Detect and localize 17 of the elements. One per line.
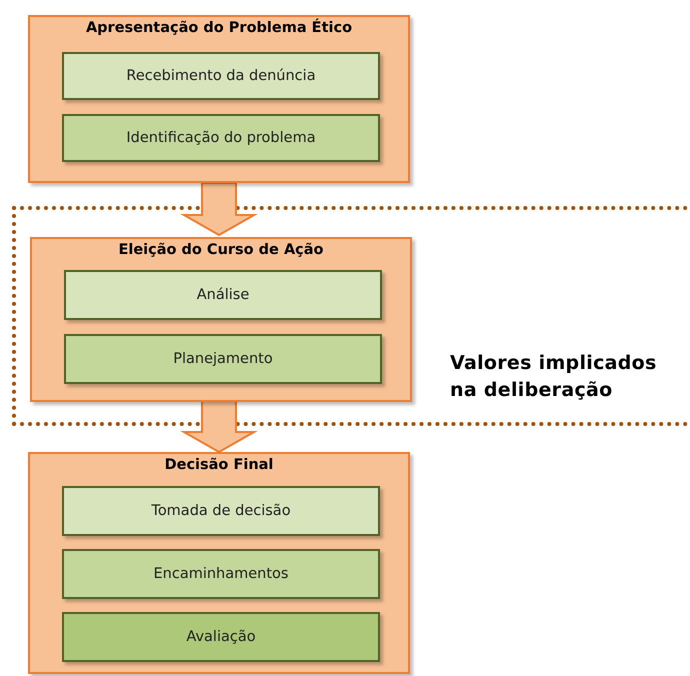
- stage-box: [28, 15, 410, 183]
- step-box: Análise: [64, 270, 382, 320]
- step-box: Tomada de decisão: [62, 486, 380, 536]
- stage-title: Apresentação do Problema Ético: [84, 20, 354, 36]
- step-box: Planejamento: [64, 334, 382, 384]
- region-label: Valores implicados na deliberação: [450, 351, 658, 403]
- step-box: Identificação do problema: [62, 114, 380, 162]
- stage-title: Eleição do Curso de Ação: [117, 242, 325, 258]
- step-box: Recebimento da denúncia: [62, 52, 380, 100]
- block-arrow: [180, 399, 258, 454]
- stage-box: [28, 452, 410, 674]
- block-arrow: [180, 182, 258, 236]
- step-box: Encaminhamentos: [62, 549, 380, 599]
- stage-title: Decisão Final: [164, 457, 274, 473]
- dotted-region: [12, 206, 690, 426]
- stage-box: [30, 237, 412, 402]
- step-box: Avaliação: [62, 612, 380, 662]
